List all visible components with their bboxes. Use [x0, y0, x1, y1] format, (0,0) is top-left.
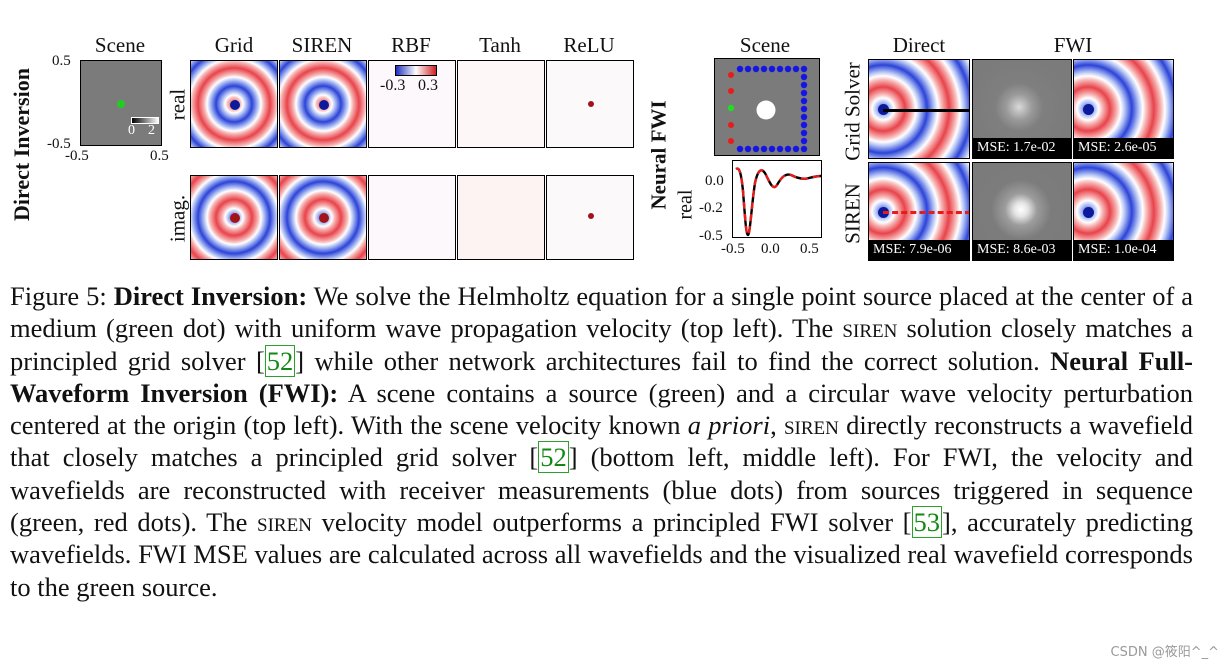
trace-x-tick: -0.5 [721, 241, 745, 257]
mse-label: MSE: 7.9e-06 [869, 240, 969, 260]
source-dot [117, 100, 125, 108]
scene-y-tick: 0.5 [52, 53, 71, 69]
row-label-neural-fwi: Neural FWI [646, 100, 671, 210]
wavefield-rbf-real [368, 60, 456, 148]
scene-panel-right [714, 58, 820, 156]
colorbar-tick: -0.3 [380, 77, 406, 94]
trace-y-tick: 0.0 [705, 173, 724, 189]
fwi-siren-direct: MSE: 7.9e-06 [868, 162, 970, 261]
col-header-fwi: FWI [1053, 33, 1093, 57]
row-label-real: real [165, 88, 190, 121]
mse-label: MSE: 1.7e-02 [973, 138, 1071, 158]
wavefield-grid-real [190, 60, 278, 148]
scene-y-tick: -0.5 [47, 136, 71, 152]
colorbar-tick: 0.3 [418, 77, 438, 94]
wavefield-relu-real [546, 60, 634, 148]
caption-bold: Neural Full-Waveform Inversion (FWI): [10, 345, 1194, 408]
trace-ylabel: real [674, 189, 697, 220]
mse-label: MSE: 2.6e-05 [1074, 138, 1173, 158]
wavefield-rbf-imag [368, 175, 456, 260]
fwi-siren-velocity: MSE: 8.6e-03 [972, 162, 1072, 261]
mse-label: MSE: 1.0e-04 [1074, 240, 1173, 260]
fwi-grid-wavefield: MSE: 2.6e-05 [1073, 59, 1174, 159]
row-label-grid-solver: Grid Solver [840, 62, 865, 161]
siren-smallcaps: siren [783, 410, 839, 441]
col-header-relu: ReLU [563, 33, 615, 57]
scene-title-left: Scene [94, 33, 146, 57]
scene-x-tick: -0.5 [65, 148, 89, 164]
col-header-grid: Grid [214, 33, 254, 57]
col-header-siren: SIREN [291, 33, 353, 57]
fwi-siren-wavefield: MSE: 1.0e-04 [1073, 162, 1174, 261]
row-label-imag: imag. [165, 194, 190, 243]
wavefield-relu-imag [546, 175, 634, 260]
scene-title-right: Scene [739, 33, 791, 57]
caption-bold: Direct Inversion: [113, 281, 308, 311]
trace-x-tick: 0.5 [800, 241, 819, 257]
scale-tick: 2 [148, 123, 155, 138]
wavefield-siren-imag [279, 175, 367, 260]
citation-link[interactable]: 52 [264, 344, 296, 377]
citation-link[interactable]: 52 [538, 441, 569, 474]
trace-x-tick: 0.0 [761, 241, 780, 257]
wavefield-grid-imag [190, 175, 278, 260]
wavefield-tanh-real [457, 60, 545, 148]
fwi-grid-velocity: MSE: 1.7e-02 [972, 59, 1072, 159]
siren-smallcaps: siren [257, 507, 312, 538]
velocity-scale-bar [131, 117, 159, 124]
trace-y-tick: -0.2 [699, 200, 723, 216]
col-header-tanh: Tanh [479, 33, 521, 57]
col-header-rbf: RBF [391, 33, 431, 57]
scene-x-tick: 0.5 [150, 148, 169, 164]
trace-y-tick: -0.5 [699, 228, 723, 244]
col-header-direct: Direct [892, 33, 946, 57]
watermark: CSDN @筱阳^_^ [1110, 645, 1219, 660]
scene-panel-left: 0 2 [80, 60, 162, 146]
trace-plot [732, 160, 822, 238]
wavefield-siren-real [279, 60, 367, 148]
wavefield-tanh-imag [457, 175, 545, 260]
figure-caption: Figure 5: Direct Inversion: We solve the… [10, 281, 1194, 602]
fwi-grid-direct [868, 59, 970, 159]
row-label-siren: SIREN [840, 183, 865, 244]
colorbar [395, 65, 437, 76]
mse-label: MSE: 8.6e-03 [973, 240, 1071, 260]
row-label-direct-inversion: Direct Inversion [9, 68, 34, 221]
siren-smallcaps: siren [842, 313, 898, 344]
scale-tick: 0 [128, 123, 135, 138]
citation-link[interactable]: 53 [911, 506, 942, 539]
